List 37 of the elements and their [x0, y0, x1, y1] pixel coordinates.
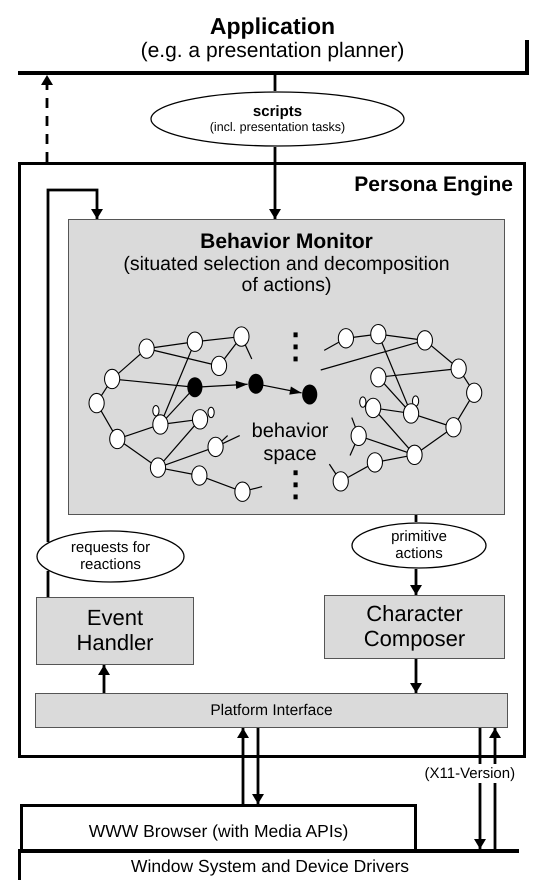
- arrow: [46, 188, 103, 542]
- frame-title: Persona Engine: [354, 173, 513, 197]
- arrow: [237, 728, 249, 804]
- data-ellipse: [351, 522, 487, 569]
- interface-bar: [35, 693, 508, 728]
- arrow: [41, 75, 53, 162]
- data-ellipse: [150, 91, 405, 147]
- layer-subtitle: (e.g. a presentation planner): [140, 39, 404, 63]
- connector-line: [414, 515, 418, 522]
- arrow: [252, 728, 264, 804]
- engine-frame: [18, 162, 526, 758]
- box-subtitle: (situated selection and decomposition of actions): [122, 254, 451, 298]
- monitor-box: [68, 219, 505, 515]
- box-title: Behavior Monitor: [200, 230, 373, 254]
- arrow: [269, 147, 281, 219]
- bar-label: Platform Interface: [210, 702, 333, 720]
- system-layer: [18, 849, 519, 880]
- arrow: [410, 568, 422, 595]
- layer-label: WWW Browser (with Media APIs): [88, 822, 348, 842]
- box-label: Character Composer: [362, 602, 466, 652]
- box-label: Event Handler: [75, 606, 155, 656]
- data-ellipse: [36, 530, 185, 583]
- arrow: [98, 665, 110, 693]
- arrow: [410, 659, 422, 693]
- layer-label: Window System and Device Drivers: [130, 856, 410, 876]
- layer-title: Application: [210, 14, 336, 40]
- connector-note: (X11-Version): [424, 764, 516, 784]
- ellipse-subtitle: (incl. presentation tasks): [210, 120, 346, 134]
- connector-line: [274, 75, 276, 91]
- ellipse-label: requests for reactions: [70, 540, 152, 574]
- ellipse-label: primitive actions: [390, 528, 448, 562]
- module-box: [36, 597, 194, 665]
- area-label: behavior space: [250, 420, 330, 466]
- browser-layer: [20, 804, 417, 851]
- module-box: [324, 595, 505, 659]
- connector-line: [46, 570, 50, 597]
- ellipse-title: scripts: [252, 104, 302, 120]
